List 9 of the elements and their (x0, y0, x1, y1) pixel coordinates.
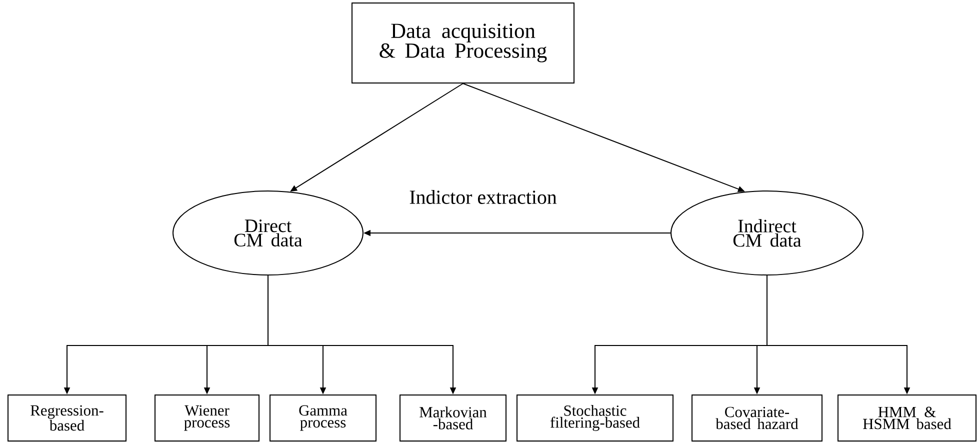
method-box: HMM & HSMM based (838, 394, 976, 442)
method-box: Covariate- based hazard (692, 394, 822, 442)
method-box: Markovian -based (400, 394, 506, 442)
method-box: Gamma process (270, 394, 376, 442)
method-box: Stochastic filtering-based (516, 394, 674, 442)
process-box: Data acquisition & Data Processing (352, 2, 574, 84)
method-box: Wiener process (154, 394, 260, 442)
edge-label: Indictor extraction (408, 188, 558, 205)
method-box: Regression- based (8, 394, 126, 442)
